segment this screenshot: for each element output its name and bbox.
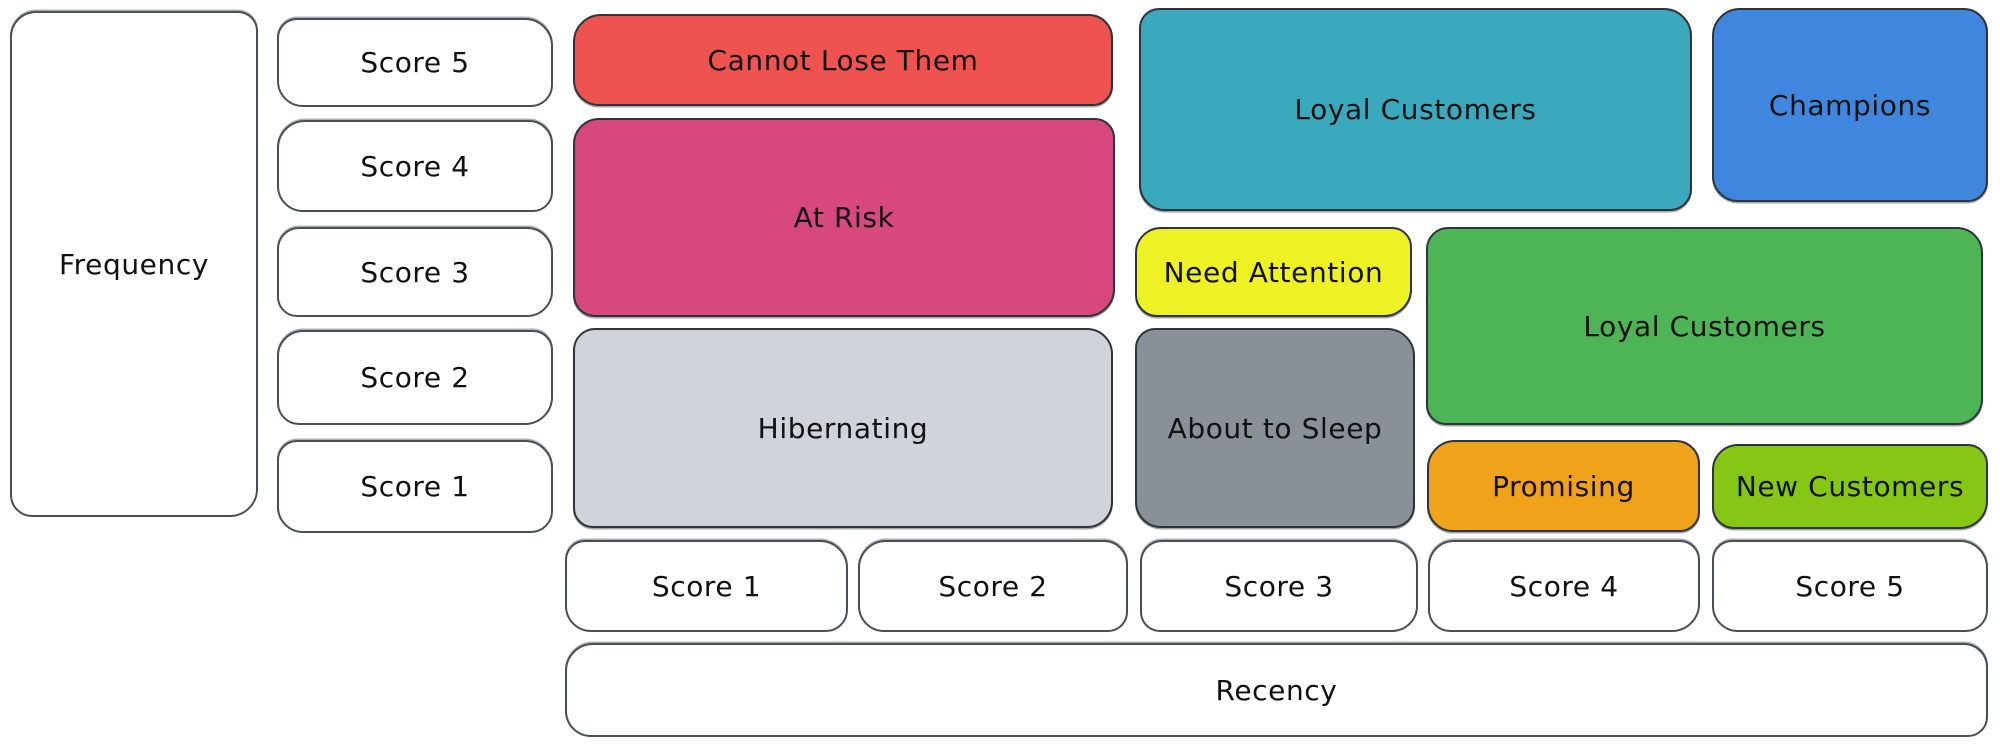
segment-champions-label: Champions [1768, 88, 1932, 122]
frequency-score-5-box: Score 5 [277, 18, 553, 107]
recency-score-5-label: Score 5 [1795, 569, 1905, 603]
frequency-score-4-box: Score 4 [277, 120, 553, 212]
recency-score-1-label: Score 1 [651, 569, 762, 603]
frequency-score-4-label: Score 4 [360, 149, 470, 183]
segment-cannot-lose-them-label: Cannot Lose Them [707, 43, 979, 77]
segment-at-risk: At Risk [573, 118, 1115, 317]
segment-about-to-sleep-label: About to Sleep [1167, 411, 1383, 445]
recency-score-3-box: Score 3 [1140, 540, 1418, 632]
segment-loyal-customers-green-label: Loyal Customers [1583, 309, 1826, 343]
segment-need-attention: Need Attention [1135, 227, 1412, 317]
recency-axis-box: Recency [565, 643, 1988, 737]
segment-about-to-sleep: About to Sleep [1135, 328, 1415, 528]
segment-new-customers: New Customers [1712, 444, 1988, 529]
frequency-score-1-label: Score 1 [360, 470, 470, 503]
recency-score-2-box: Score 2 [858, 540, 1128, 632]
recency-score-3-label: Score 3 [1224, 569, 1334, 603]
recency-axis-label: Recency [1215, 673, 1338, 707]
segment-hibernating: Hibernating [573, 328, 1113, 528]
segment-need-attention-label: Need Attention [1163, 255, 1384, 289]
segment-new-customers-label: New Customers [1735, 470, 1965, 503]
segment-loyal-customers-teal-label: Loyal Customers [1294, 93, 1537, 126]
frequency-score-2-box: Score 2 [277, 330, 553, 425]
frequency-score-1-box: Score 1 [277, 440, 553, 533]
segment-cannot-lose-them: Cannot Lose Them [573, 14, 1113, 106]
segment-champions: Champions [1712, 8, 1988, 202]
frequency-score-3-label: Score 3 [360, 255, 470, 289]
recency-score-4-label: Score 4 [1509, 569, 1619, 603]
frequency-axis-label: Frequency [58, 247, 210, 281]
frequency-axis-box: Frequency [10, 11, 258, 517]
recency-score-1-box: Score 1 [565, 540, 848, 632]
segment-promising-label: Promising [1492, 469, 1635, 503]
segment-promising: Promising [1427, 440, 1700, 532]
frequency-score-3-box: Score 3 [277, 227, 553, 317]
recency-score-2-label: Score 2 [938, 569, 1048, 603]
frequency-score-2-label: Score 2 [360, 361, 470, 394]
recency-score-4-box: Score 4 [1428, 540, 1700, 632]
segment-at-risk-label: At Risk [793, 201, 895, 234]
segment-loyal-customers-green: Loyal Customers [1426, 227, 1983, 425]
frequency-score-5-label: Score 5 [360, 46, 470, 79]
segment-hibernating-label: Hibernating [757, 411, 929, 445]
segment-loyal-customers-teal: Loyal Customers [1139, 8, 1692, 211]
recency-score-5-box: Score 5 [1712, 540, 1988, 632]
